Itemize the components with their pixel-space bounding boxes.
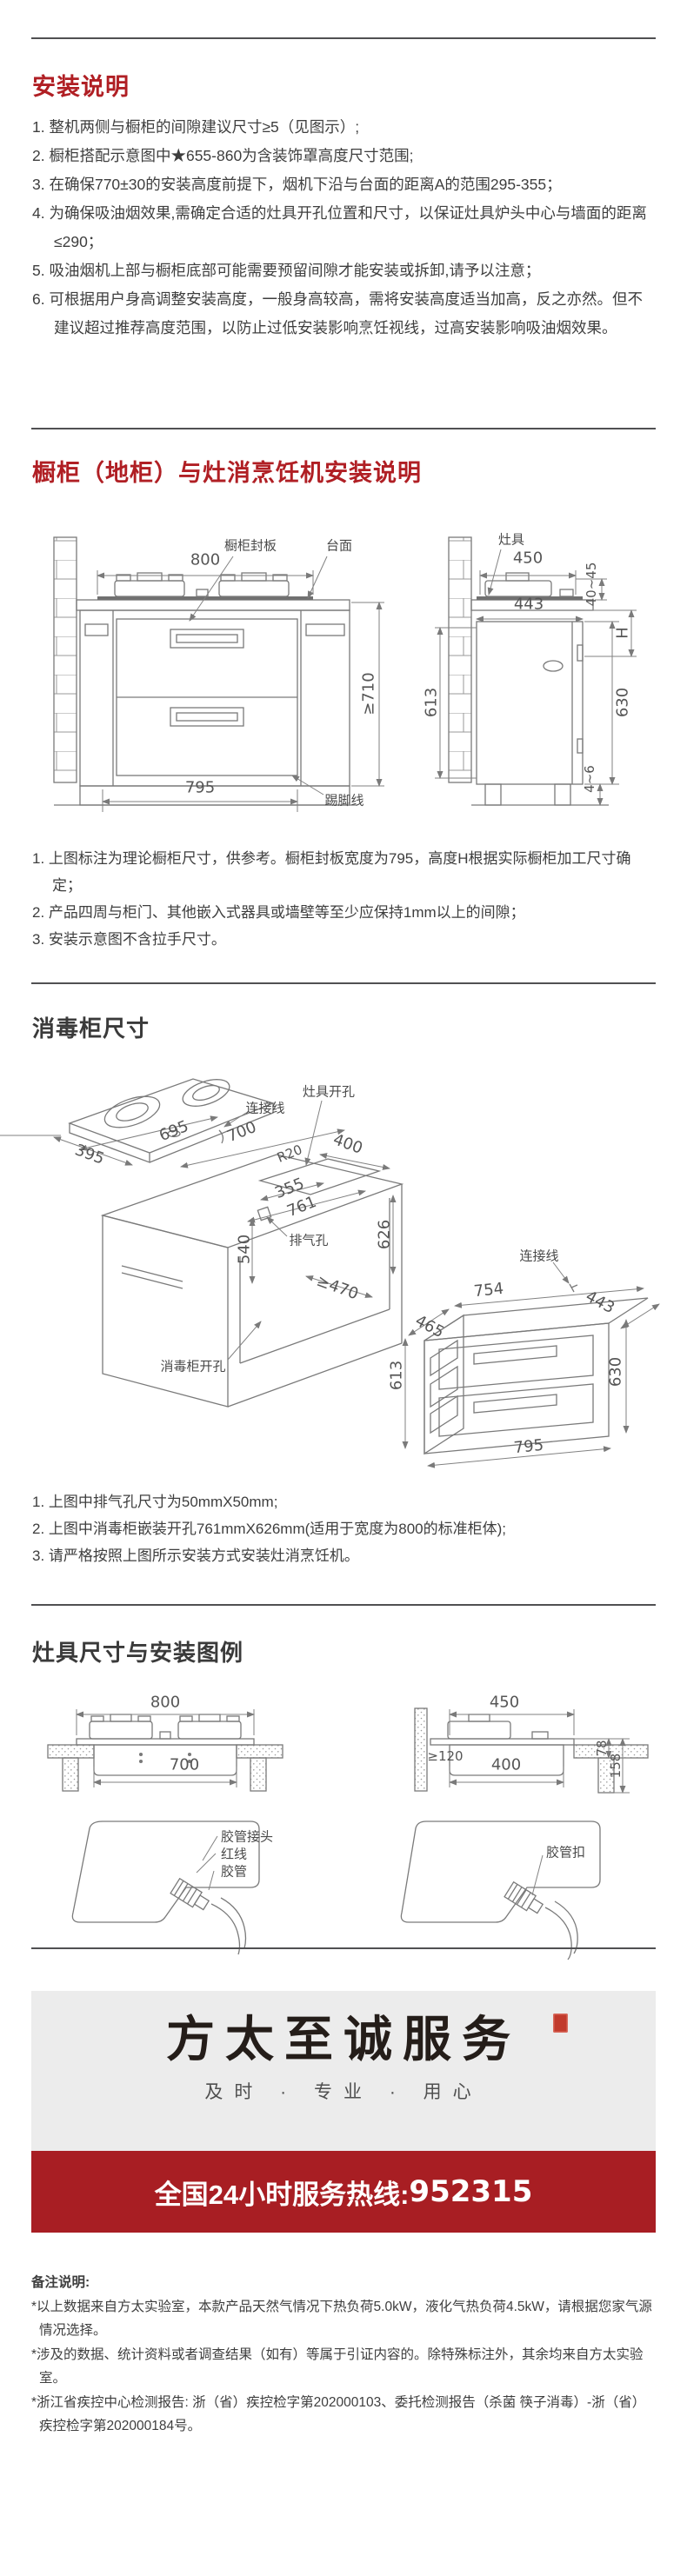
dim-label-630: 630 xyxy=(613,687,632,718)
skirting-label: 踢脚线 xyxy=(324,793,364,809)
service-tagline: 及时 · 专业 · 用心 xyxy=(204,2082,483,2102)
dim-label-795: 795 xyxy=(512,1435,545,1458)
note-item: 2. 上图中消毒柜嵌装开孔761mmX626mm(适用于宽度为800的标准柜体)… xyxy=(32,1521,507,1537)
note-item: 1. 上图中排气孔尺寸为50mmX50mm; xyxy=(32,1494,278,1510)
list-item: 5. 吸油烟机上部与橱柜底部可能需要预留间隙才能安装或拆卸,请予以注意； xyxy=(32,262,541,279)
hotline-number: 952315 xyxy=(409,2174,533,2209)
list-item: 4. 为确保吸油烟效果,需确定合适的灶具开孔位置和尺寸，以保证灶具炉头中心与墙面… xyxy=(32,204,647,250)
divider xyxy=(31,37,656,39)
divider xyxy=(31,1947,656,1949)
hob-cutout-label: 灶具开孔 xyxy=(302,1084,356,1100)
note-item: 2. 产品四周与柜门、其他嵌入式器具或墙壁等至少应保持1mm以上的间隙； xyxy=(32,904,525,921)
dim-label-630: 630 xyxy=(606,1356,625,1388)
vent-hole-label: 排气孔 xyxy=(289,1233,329,1248)
remarks-section: 备注说明: *以上数据来自方太实验室，本款产品天然气情况下热负荷5.0kW，液化… xyxy=(31,2271,657,2439)
dim-label-700: 700 xyxy=(169,1755,200,1774)
note-item: 3. 请严格按照上图所示安装方式安装灶消烹饪机。 xyxy=(32,1548,359,1564)
dim-label-400: 400 xyxy=(490,1755,522,1774)
countertop-label: 台面 xyxy=(325,538,353,554)
disinfect-cabinet-diagram: 395 695 连接线 700 灶具开孔 R20 400 355 761 排气孔… xyxy=(0,1069,687,1495)
connection-wire-label: 连接线 xyxy=(245,1101,285,1116)
dim-label-626: 626 xyxy=(375,1219,394,1250)
dim-label-710: ≥710 xyxy=(359,672,378,716)
list-item: 2. 橱柜搭配示意图中★655-860为含装饰罩高度尺寸范围; xyxy=(32,147,414,164)
dim-label-754: 754 xyxy=(472,1279,505,1301)
list-item: 6. 可根据用户身高调整安装高度，一般身高较高，需将安装高度适当加高，反之亦然。… xyxy=(32,290,643,336)
dim-label-450: 450 xyxy=(489,1693,520,1712)
disinfect-cutout-label: 消毒柜开孔 xyxy=(160,1359,226,1375)
dim-label-450: 450 xyxy=(512,549,544,568)
dim-label-613: 613 xyxy=(387,1360,406,1391)
dim-label-158: 158 xyxy=(608,1753,624,1779)
list-item: 1. 整机两侧与橱柜的间隙建议尺寸≥5（见图示）; xyxy=(32,118,360,136)
divider xyxy=(31,428,656,429)
remarks-title: 备注说明: xyxy=(31,2275,90,2290)
stove-label: 灶具 xyxy=(497,532,525,548)
service-banner: 方太至诚服务 及时 · 专业 · 用心 xyxy=(31,1991,656,2151)
cabinet-install-diagram: 800 橱柜封板 台面 ≥710 795 踢脚线 灶具 450 443 40~4… xyxy=(0,522,687,869)
dim-label-4-6: 4~6 xyxy=(582,765,597,793)
list-item: 3. 在确保770±30的安装高度前提下，烟机下沿与台面的距离A的范围295-3… xyxy=(32,176,562,193)
cabinet-seal-label: 橱柜封板 xyxy=(223,538,277,554)
divider xyxy=(31,1604,656,1606)
note-item: 1. 上图标注为理论橱柜尺寸，供参考。橱柜封板宽度为795，高度H根据实际橱柜加… xyxy=(32,850,631,894)
disinfect-notes: 1. 上图中排气孔尺寸为50mmX50mm; 2. 上图中消毒柜嵌装开孔761m… xyxy=(32,1488,656,1569)
hose-clip-label: 胶管扣 xyxy=(546,1845,586,1860)
connection-wire-label: 连接线 xyxy=(519,1248,559,1264)
dim-label-120: ≥120 xyxy=(427,1748,464,1764)
dim-label-613: 613 xyxy=(422,687,441,718)
dim-label-800: 800 xyxy=(150,1693,181,1712)
hotline-bar: 全国24小时服务热线:952315 xyxy=(31,2151,656,2233)
section-title-cabinet: 橱柜（地柜）与灶消烹饪机安装说明 xyxy=(32,460,422,486)
section-title-disinfect: 消毒柜尺寸 xyxy=(32,1015,150,1042)
red-line-label: 红线 xyxy=(221,1847,248,1862)
install-instruction-list: 1. 整机两侧与橱柜的间隙建议尺寸≥5（见图示）; 2. 橱柜搭配示意图中★65… xyxy=(32,113,656,343)
divider xyxy=(31,982,656,984)
hose-label: 胶管 xyxy=(221,1864,248,1880)
dim-label-40-45: 40~45 xyxy=(584,562,599,607)
section-title-install: 安装说明 xyxy=(32,74,130,100)
dim-label-795: 795 xyxy=(184,778,216,797)
dim-label-H: H xyxy=(613,627,632,639)
remark-item: *以上数据来自方太实验室，本款产品天然气情况下热负荷5.0kW，液化气热负荷4.… xyxy=(31,2299,652,2339)
seal-stamp-icon xyxy=(553,2014,568,2033)
remark-item: *涉及的数据、统计资料或者调查结果（如有）等属于引证内容的。除特殊标注外，其余均… xyxy=(31,2346,644,2386)
remark-item: *浙江省疾控中心检测报告: 浙（省）疾控检字第202000103、委托检测报告（… xyxy=(31,2394,646,2434)
service-calligraphy: 方太至诚服务 xyxy=(166,2011,521,2068)
hotline-label: 全国24小时服务热线: xyxy=(154,2179,410,2210)
stove-install-diagram: 800 700 450 ≥120 400 78 158 胶管接头 红线 胶管 胶… xyxy=(0,1687,687,1965)
note-item: 3. 安装示意图不含拉手尺寸。 xyxy=(32,931,226,948)
hose-joint-label: 胶管接头 xyxy=(221,1829,274,1845)
dim-label-540: 540 xyxy=(235,1234,254,1265)
section-title-stove: 灶具尺寸与安装图例 xyxy=(32,1640,244,1666)
cabinet-notes: 1. 上图标注为理论橱柜尺寸，供参考。橱柜封板宽度为795，高度H根据实际橱柜加… xyxy=(32,845,656,953)
dim-label-443: 443 xyxy=(513,595,544,614)
dim-label-800: 800 xyxy=(190,550,221,569)
